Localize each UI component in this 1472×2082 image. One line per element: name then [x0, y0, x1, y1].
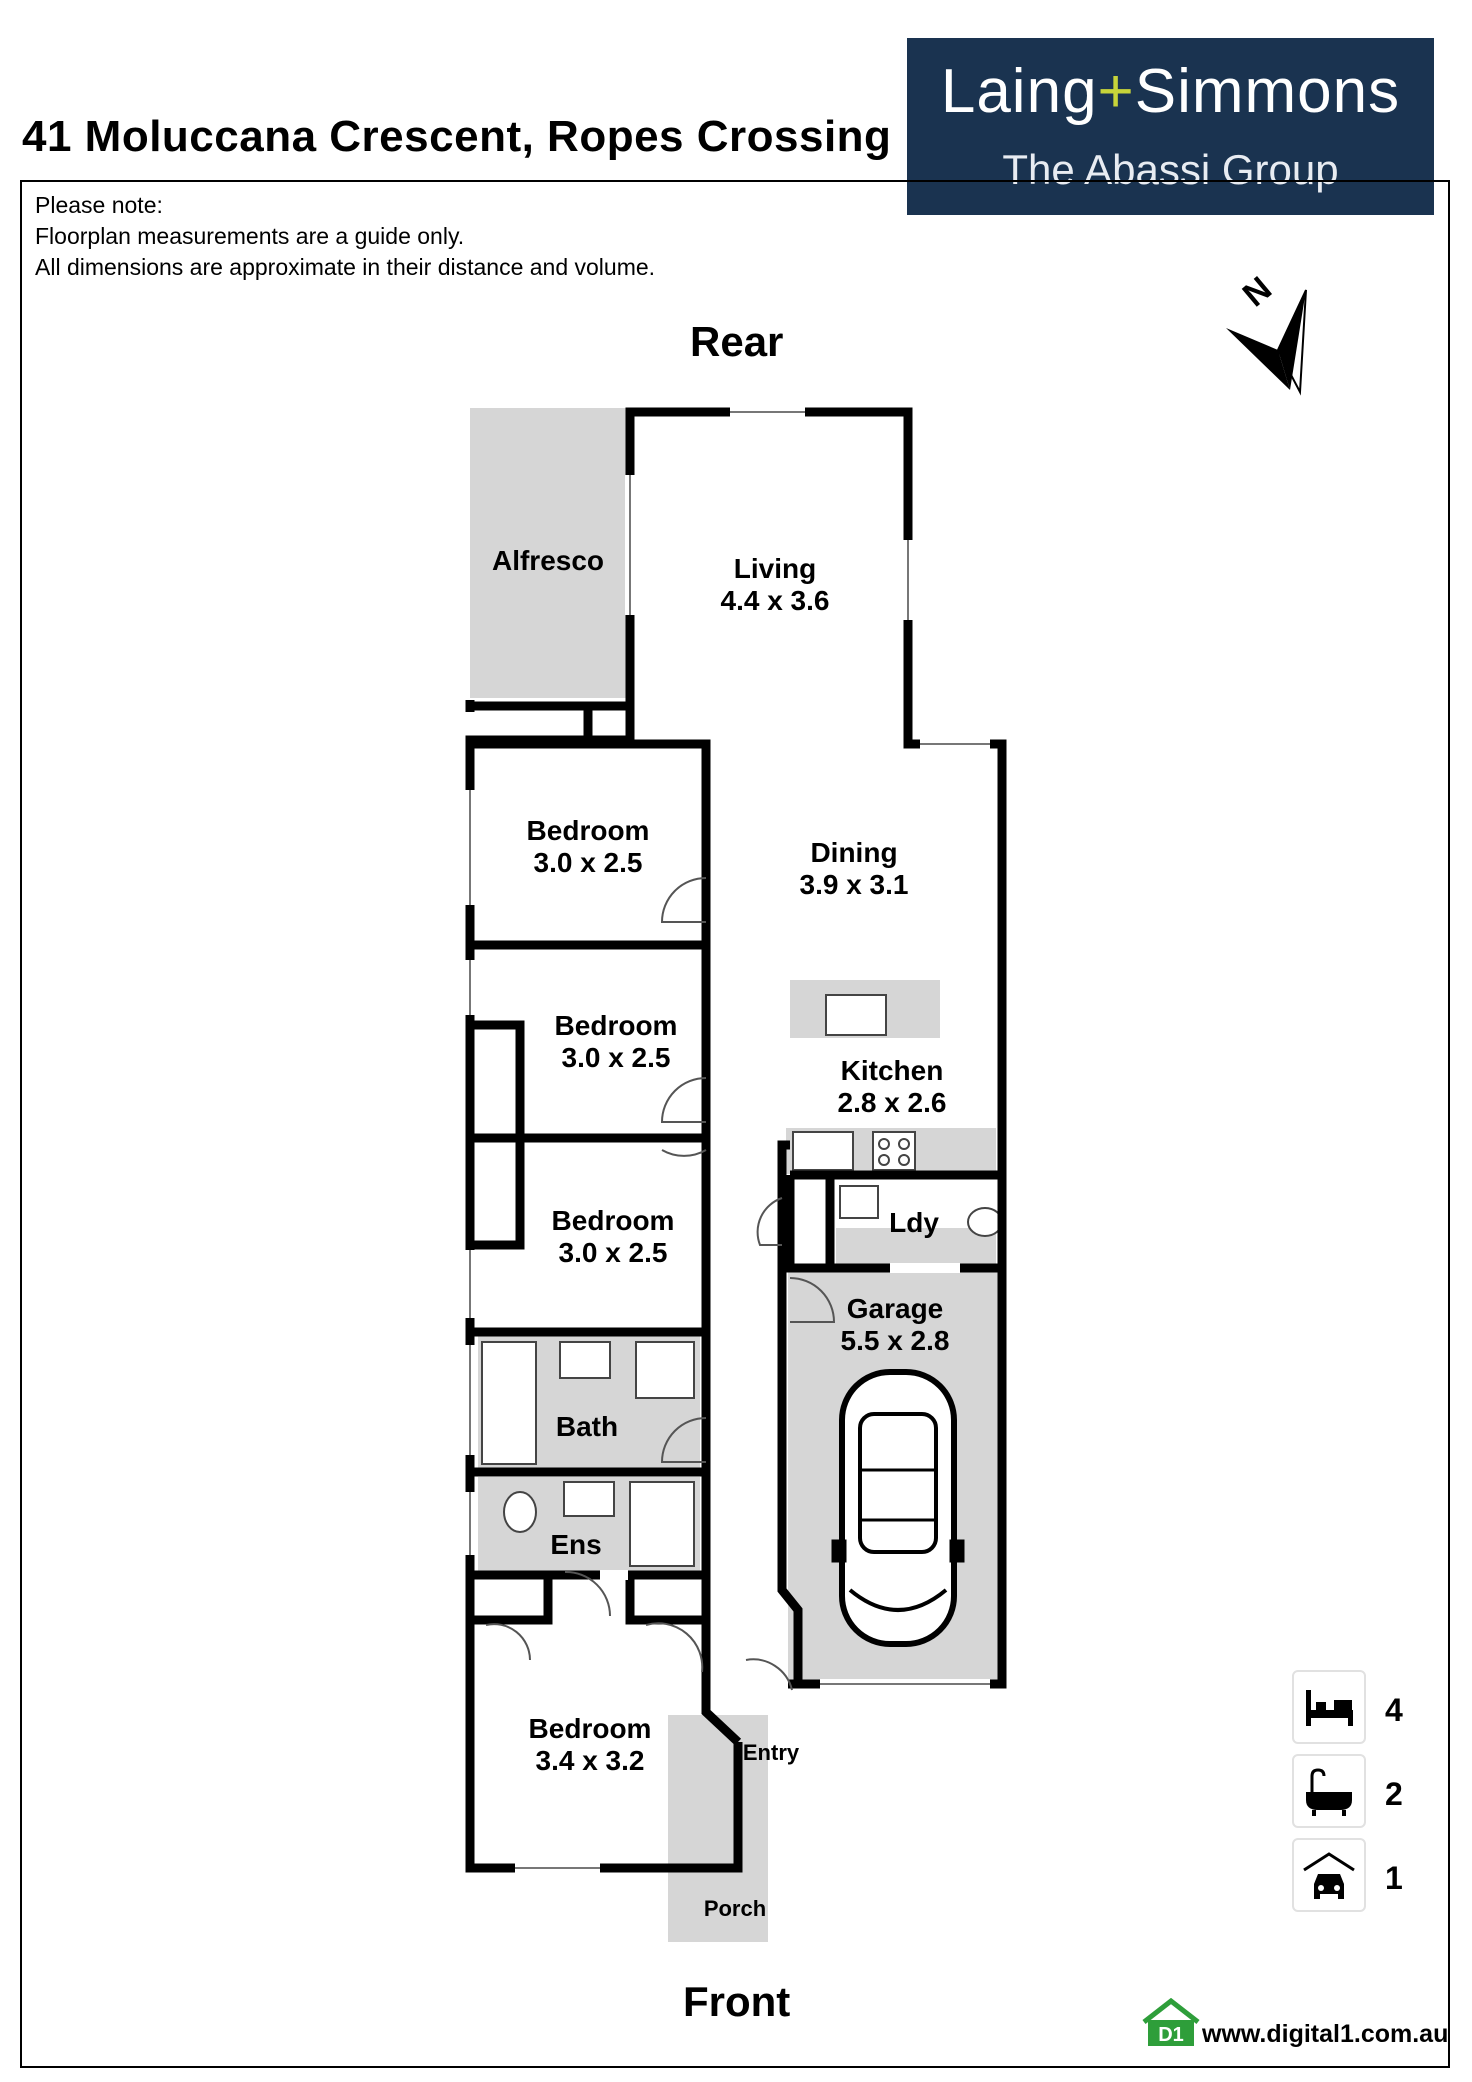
room-size: 3.0 x 2.5 — [562, 1042, 671, 1073]
room-name: Kitchen — [841, 1055, 944, 1086]
car-space-icon — [1292, 1838, 1366, 1912]
website-url[interactable]: www.digital1.com.au — [1202, 2020, 1449, 2048]
logo-subtitle: The Abassi Group — [1002, 146, 1339, 193]
room-size: 3.0 x 2.5 — [559, 1237, 668, 1268]
fixtures — [481, 994, 1003, 1567]
room-name: Ldy — [889, 1207, 939, 1238]
room-name: Bedroom — [552, 1205, 675, 1236]
front-label: Front — [683, 1978, 791, 2025]
room-name: Porch — [704, 1896, 766, 1921]
room-name: Bedroom — [529, 1713, 652, 1744]
room-name: Ens — [550, 1529, 601, 1560]
rear-label: Rear — [690, 318, 784, 365]
north-arrow-icon: N — [1226, 269, 1307, 396]
door — [660, 1077, 707, 1123]
kitchen-sink — [825, 994, 887, 1036]
agency-logo: Laing+Simmons The Abassi Group — [907, 38, 1434, 215]
window-lines — [469, 411, 990, 1869]
door — [756, 1197, 783, 1246]
walls — [465, 407, 1007, 1873]
room-labels: Alfresco Living 4.4 x 3.6 Bedroom 3.0 x … — [492, 545, 950, 1921]
cooktop — [792, 1131, 854, 1171]
room-name: Living — [734, 553, 816, 584]
room-name: Dining — [810, 837, 897, 868]
bathroom-count: 2 — [1385, 1776, 1403, 1812]
room-size: 5.5 x 2.8 — [841, 1325, 950, 1356]
room-name: Bedroom — [555, 1010, 678, 1041]
door — [485, 1623, 531, 1661]
note-heading: Please note: — [35, 192, 163, 218]
door — [660, 1417, 707, 1463]
laundry-toilet — [967, 1207, 1003, 1237]
room-size: 3.9 x 3.1 — [800, 869, 909, 900]
porch-area — [668, 1715, 768, 1942]
laundry-bench — [836, 1228, 996, 1268]
disclaimer-note: Please note: Floorplan measurements are … — [35, 190, 655, 283]
car-icon — [831, 1369, 965, 1647]
floorplan-frame — [20, 180, 1450, 2068]
room-size: 3.4 x 3.2 — [536, 1745, 645, 1776]
note-line: All dimensions are approximate in their … — [35, 254, 656, 280]
bathtub — [481, 1341, 537, 1465]
room-name: Bath — [556, 1411, 618, 1442]
bedroom-count: 4 — [1385, 1692, 1403, 1728]
room-size: 4.4 x 3.6 — [721, 585, 830, 616]
ensuite-vanity — [563, 1481, 615, 1517]
logo-wordmark: Laing+Simmons — [940, 57, 1401, 126]
room-name: Entry — [743, 1740, 800, 1765]
alfresco-area — [470, 408, 630, 698]
door — [645, 1622, 704, 1673]
room-name: Alfresco — [492, 545, 604, 576]
room-size: 3.0 x 2.5 — [534, 847, 643, 878]
door — [661, 1149, 707, 1157]
d1-badge-text: D1 — [1158, 2024, 1184, 2046]
door — [745, 1658, 793, 1691]
ensuite-toilet — [503, 1491, 537, 1533]
bath-shower — [635, 1341, 695, 1399]
bath-vanity — [559, 1341, 611, 1379]
door — [789, 1277, 836, 1323]
room-name: Bedroom — [527, 815, 650, 846]
room-name: Garage — [847, 1293, 944, 1324]
room-size: 2.8 x 2.6 — [838, 1087, 947, 1118]
oven — [872, 1131, 916, 1171]
bathroom-count-icon — [1292, 1754, 1366, 1828]
door — [564, 1570, 611, 1617]
car-space-count: 1 — [1385, 1860, 1403, 1896]
door-swings — [485, 877, 836, 1691]
laundry-tub — [839, 1185, 879, 1219]
door — [660, 877, 707, 923]
property-address: 41 Moluccana Crescent, Ropes Crossing — [22, 112, 892, 161]
note-line: Floorplan measurements are a guide only. — [35, 223, 465, 249]
ensuite-shower — [629, 1481, 695, 1567]
bedroom-count-icon — [1292, 1670, 1366, 1744]
digital1-logo: D1 — [1140, 1997, 1202, 2053]
north-label: N — [1236, 269, 1279, 314]
